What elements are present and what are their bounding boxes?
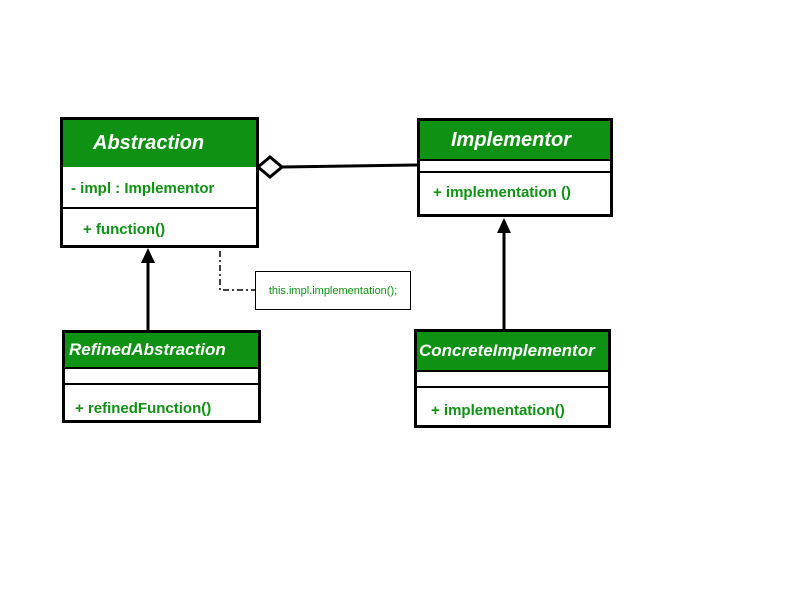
refined-abstraction-class-name: RefinedAbstraction <box>65 333 258 367</box>
implementor-separator-top <box>420 159 610 161</box>
abstraction-attribute: - impl : Implementor <box>71 180 215 197</box>
concrete-arrowhead <box>497 218 511 233</box>
concrete-implementor-class[interactable]: ConcreteImplementor + implementation() <box>414 329 611 428</box>
note-connector-line <box>219 237 255 291</box>
abstraction-separator <box>63 207 256 209</box>
refined-method: + refinedFunction() <box>75 400 212 417</box>
concrete-separator-bottom <box>417 386 608 388</box>
refined-abstraction-class[interactable]: RefinedAbstraction + refinedFunction() <box>62 330 261 423</box>
concrete-implementor-class-name: ConcreteImplementor <box>417 332 608 370</box>
aggregation-line <box>281 163 418 169</box>
refined-arrowhead <box>141 248 155 263</box>
implementor-separator-bottom <box>420 171 610 173</box>
abstraction-class[interactable]: Abstraction - impl : Implementor + funct… <box>60 117 259 248</box>
concrete-method: + implementation() <box>431 402 565 419</box>
aggregation-diamond <box>255 155 285 179</box>
abstraction-method: + function() <box>83 221 166 238</box>
implementor-class[interactable]: Implementor + implementation () <box>417 118 613 217</box>
abstraction-class-name: Abstraction <box>63 120 256 167</box>
implementor-class-name: Implementor <box>420 121 610 159</box>
refined-separator-top <box>65 367 258 369</box>
implementation-note: this.impl.implementation(); <box>255 271 411 310</box>
implementor-method: + implementation () <box>433 184 571 201</box>
concrete-separator-top <box>417 370 608 372</box>
refined-separator-bottom <box>65 383 258 385</box>
